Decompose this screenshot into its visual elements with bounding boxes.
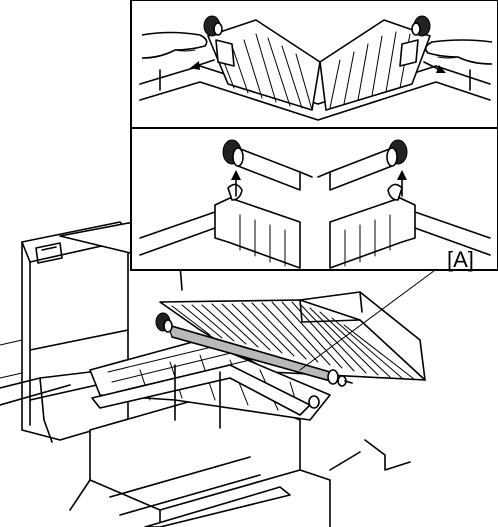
transfer-unit — [89, 261, 447, 429]
detail-release-levers — [139, 15, 493, 121]
right-hand — [424, 39, 493, 65]
detail-inset — [130, 0, 498, 271]
detail-remove-roller — [139, 139, 491, 269]
callout-label-a: [A] — [447, 247, 474, 272]
left-hand — [141, 31, 208, 59]
